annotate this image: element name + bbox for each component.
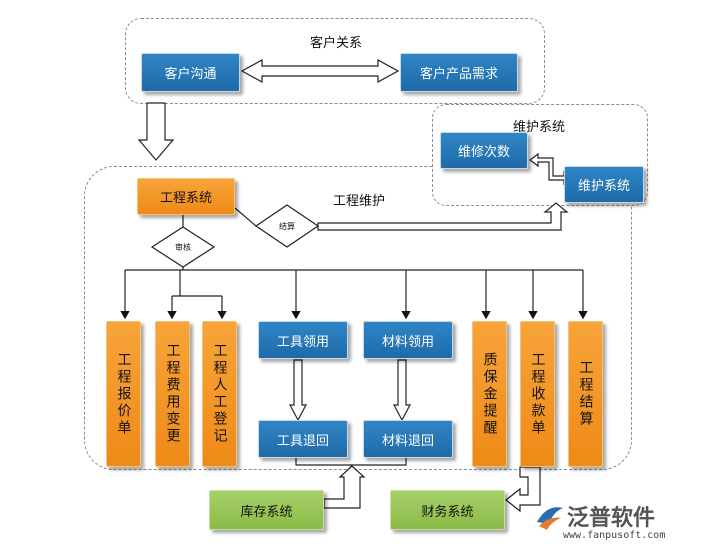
customer-product-demand-box: 客户产品需求 — [400, 53, 518, 92]
warranty-reminder-box: 质保金提醒 — [472, 321, 507, 467]
inventory-system-box: 库存系统 — [209, 490, 324, 530]
engineering-system-box: 工程系统 — [137, 178, 235, 215]
settlement-route-arrow — [317, 202, 569, 231]
material-requisition-box: 材料领用 — [363, 321, 453, 359]
logo-name: 泛普软件 — [567, 506, 656, 531]
review-diamond-label: 审核 — [175, 243, 191, 252]
tool-down-arrow — [289, 359, 307, 422]
maintenance-count-box: 维修次数 — [440, 132, 528, 169]
tool-return-box: 工具退回 — [258, 420, 348, 458]
link-eng-to-settlement — [234, 207, 257, 227]
material-return-box: 材料退回 — [363, 420, 453, 458]
block-arrow-down — [137, 102, 175, 161]
settlement-diamond-label: 结算 — [279, 222, 295, 231]
settlement-diamond — [254, 204, 320, 248]
fanpusoft-logo-icon — [537, 507, 563, 530]
maintenance-system-box: 维护系统 — [564, 166, 644, 203]
customer-relations-region — [125, 18, 545, 104]
engineering-cost-change-box: 工程费用变更 — [155, 321, 190, 467]
tool-requisition-box: 工具领用 — [258, 321, 348, 359]
fanpusoft-logo: 泛普软件 www.fanpusoft.com — [533, 500, 713, 550]
engineering-maintenance-label: 工程维护 — [333, 194, 386, 209]
double-arrow-customer — [240, 58, 400, 84]
maintenance-system-label: 维护系统 — [513, 120, 566, 135]
logo-url: www.fanpusoft.com — [563, 530, 666, 541]
engineering-labor-registration-box: 工程人工登记 — [202, 321, 237, 467]
engineering-quote-box: 工程报价单 — [106, 321, 141, 467]
engineering-receipt-box: 工程收款单 — [520, 321, 555, 467]
engineering-settlement-box: 工程结算 — [568, 321, 603, 467]
finance-system-box: 财务系统 — [390, 490, 505, 530]
to-inventory-arrow — [323, 465, 366, 509]
material-down-arrow — [393, 359, 411, 422]
customer-communication-box: 客户沟通 — [141, 53, 240, 92]
customer-relations-label: 客户关系 — [310, 36, 363, 51]
to-finance-arrow — [505, 466, 541, 513]
engineering-maintenance-region — [84, 166, 632, 470]
